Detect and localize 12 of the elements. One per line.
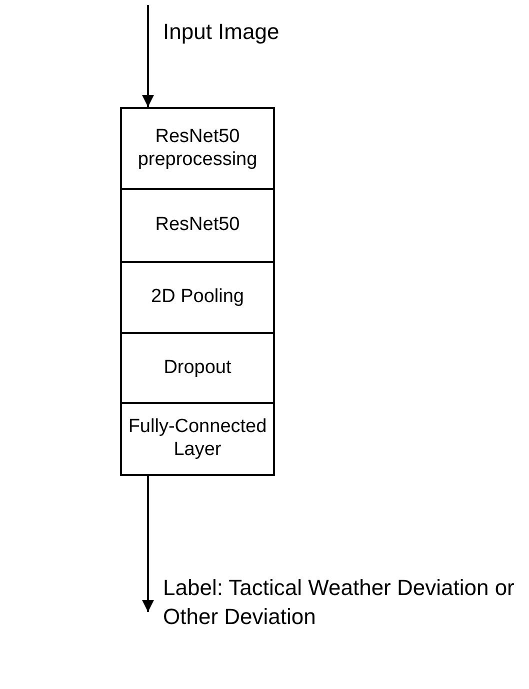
layer-label: Fully-Connected Layer [127,416,268,462]
layer-box [120,107,275,190]
layer-box [120,402,275,476]
arrow [142,5,154,107]
layer-label: ResNet50 [155,214,240,237]
layer-box [120,188,275,263]
layer-label: 2D Pooling [151,286,244,309]
layer-box [120,332,275,404]
layer-box [120,261,275,334]
layer-label: Dropout [164,356,232,380]
layer-label: ResNet50 preprocessing [136,126,258,172]
arrow [142,476,154,612]
